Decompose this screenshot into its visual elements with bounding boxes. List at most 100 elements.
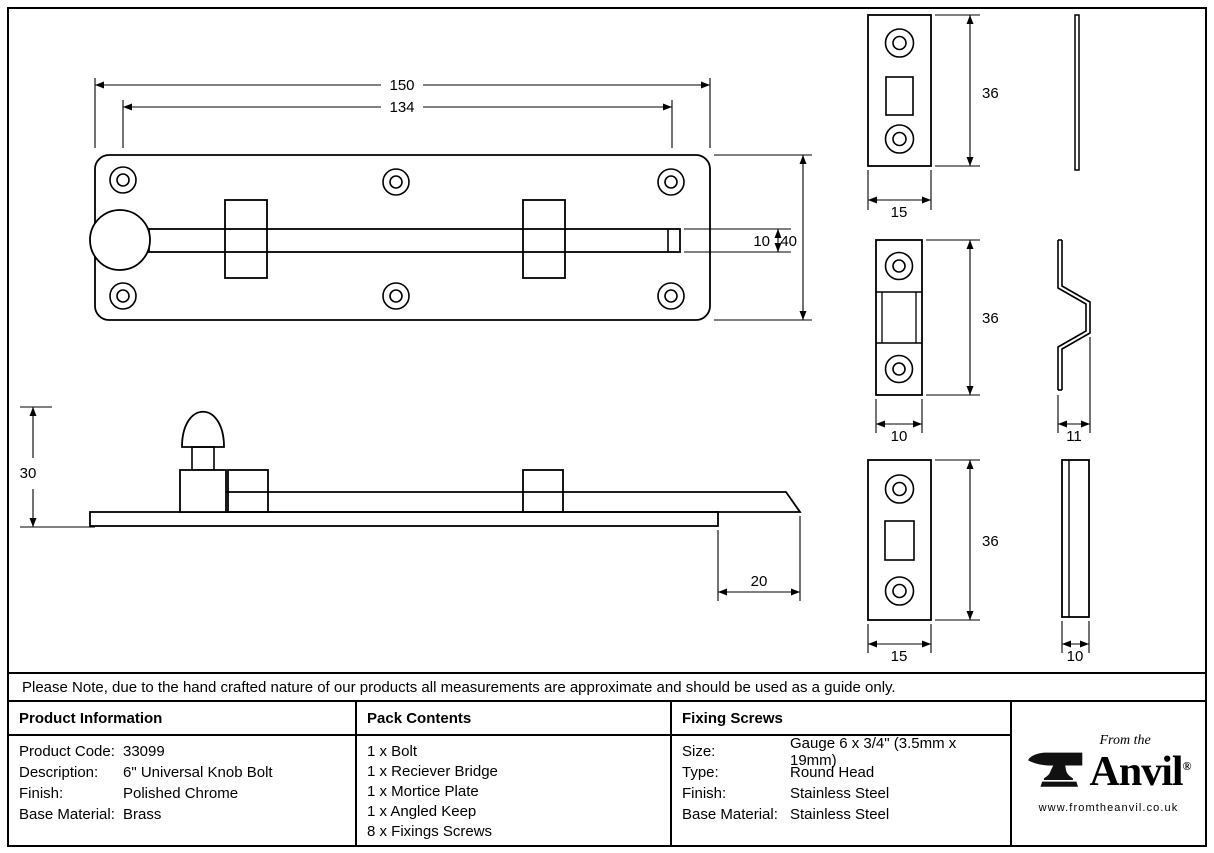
dim-label-mortice-height: 36 [982,85,999,102]
angled-keep-side-view [1057,239,1091,391]
row-label: Size: [682,743,716,760]
info-table: Product Information Product Code: 33099 … [9,702,1205,845]
dim-label-plan-bolt: 10 [753,233,770,250]
brand-cell: From the Anvil® www.fromtheanvil.co.uk [1010,702,1205,845]
table-row: Size: Gauge 6 x 3/4" (3.5mm x 19mm) [682,735,1000,769]
dim-label-side-height: 30 [20,465,37,482]
row-value: Stainless Steel [790,806,890,823]
screw-hole [657,282,685,310]
fixing-screws-header: Fixing Screws [672,702,1010,736]
dim-label-bolt-throw: 20 [751,573,768,590]
screw-hole [884,576,915,606]
screw-hole [382,168,410,196]
dimension-keep-side-width [1061,621,1090,653]
row-label: Description: [19,764,99,781]
row-label: Product Code: [19,743,115,760]
plan-guide-bracket [522,199,566,279]
plan-bolt-shaft [148,228,681,253]
dim-label-plan-length: 150 [389,77,414,94]
pack-contents-column: Pack Contents 1 x Bolt 1 x Reciever Brid… [355,702,670,845]
angled-keep-profile-inner [1061,240,1091,390]
dimension-bridge-height [926,239,980,396]
brand-name: Anvil [1089,748,1184,795]
dim-label-angled-keep-depth: 11 [1066,428,1082,445]
keep-plate-view [867,459,932,621]
dim-label-bridge-height: 36 [982,310,999,327]
keep-slot [884,520,915,561]
brand-wordmark: Anvil® [1090,751,1192,793]
table-row: Description: 6" Universal Knob Bolt [19,762,345,783]
screw-hole [884,124,915,154]
spec-sheet: 150 134 40 10 [7,7,1207,847]
row-label: Base Material: [19,806,115,823]
row-value: 6" Universal Knob Bolt [123,764,273,781]
product-information-header: Product Information [9,702,355,736]
anvil-logo-icon [1027,752,1082,787]
brand-website: www.fromtheanvil.co.uk [1038,801,1179,814]
product-information-body: Product Code: 33099 Description: 6" Univ… [9,736,355,830]
side-baseplate [89,511,719,527]
plan-guide-bracket [224,199,268,279]
list-item: 1 x Reciever Bridge [367,762,498,780]
side-view [89,410,802,527]
mortice-slot [885,76,914,116]
table-row: Finish: Polished Chrome [19,783,345,804]
mortice-plate-side-view [1074,14,1080,171]
table-row: Finish: Stainless Steel [682,783,1000,804]
dimension-bridge-width [875,399,923,433]
side-guide-bracket [522,469,564,513]
plan-knob [89,209,151,271]
side-guide-bracket [227,469,269,513]
screw-hole [109,282,137,310]
dim-label-plan-centres: 134 [389,99,414,116]
dimension-mortice-height [935,14,980,167]
row-value: Brass [123,806,162,823]
dimension-mortice-width [867,170,932,210]
brand-wordmark-block: From the Anvil® [1090,732,1192,793]
keep-side-view [1061,459,1090,618]
fixing-screws-body: Size: Gauge 6 x 3/4" (3.5mm x 19mm) Type… [672,735,1010,830]
mortice-plate-view [867,14,932,167]
dim-label-bridge-width: 10 [891,428,908,445]
pack-contents-body: 1 x Bolt 1 x Reciever Bridge 1 x Mortice… [357,736,670,845]
row-label: Type: [682,764,719,781]
dim-label-plan-plate-width: 40 [780,233,797,250]
row-label: Base Material: [682,806,778,823]
row-value: Polished Chrome [123,785,239,802]
note-bar: Please Note, due to the hand crafted nat… [9,672,1205,702]
row-value: 33099 [123,743,165,760]
plan-view [89,154,711,321]
side-knob-neck [191,446,215,471]
dimension-plan-centres [122,100,673,148]
row-value: Stainless Steel [790,785,890,802]
screw-hole [657,168,685,196]
product-information-column: Product Information Product Code: 33099 … [9,702,355,845]
receiver-bridge-view [875,239,923,396]
screw-hole [884,474,915,504]
dim-label-mortice-width: 15 [891,204,908,221]
dimension-angled-keep-depth [1057,337,1091,433]
screw-hole [109,166,137,194]
receiver-bridge-outline [875,239,923,396]
technical-drawing: 150 134 40 10 [20,14,1091,665]
angled-keep-profile-outer [1057,240,1087,390]
dim-label-keep-height: 36 [982,533,999,550]
screw-hole [884,354,914,384]
brand-logo: From the Anvil® [1026,732,1192,793]
list-item: 1 x Bolt [367,742,418,760]
table-row: Base Material: Brass [19,804,345,825]
brand-tagline: From the [1099,732,1151,748]
screw-hole [884,28,915,58]
dimension-side-height [20,406,95,528]
dimension-keep-height [935,459,980,621]
note-text: Please Note, due to the hand crafted nat… [22,678,896,696]
mortice-plate-outline [867,14,932,167]
dimension-plan-length [94,78,711,148]
dimension-plan-plate-width [714,154,812,321]
list-item: 8 x Fixings Screws [367,822,493,840]
row-label: Finish: [682,785,727,802]
fixing-screws-column: Fixing Screws Size: Gauge 6 x 3/4" (3.5m… [670,702,1010,845]
table-row: Base Material: Stainless Steel [682,804,1000,825]
row-label: Finish: [19,785,64,802]
keep-side-outline [1061,459,1090,618]
